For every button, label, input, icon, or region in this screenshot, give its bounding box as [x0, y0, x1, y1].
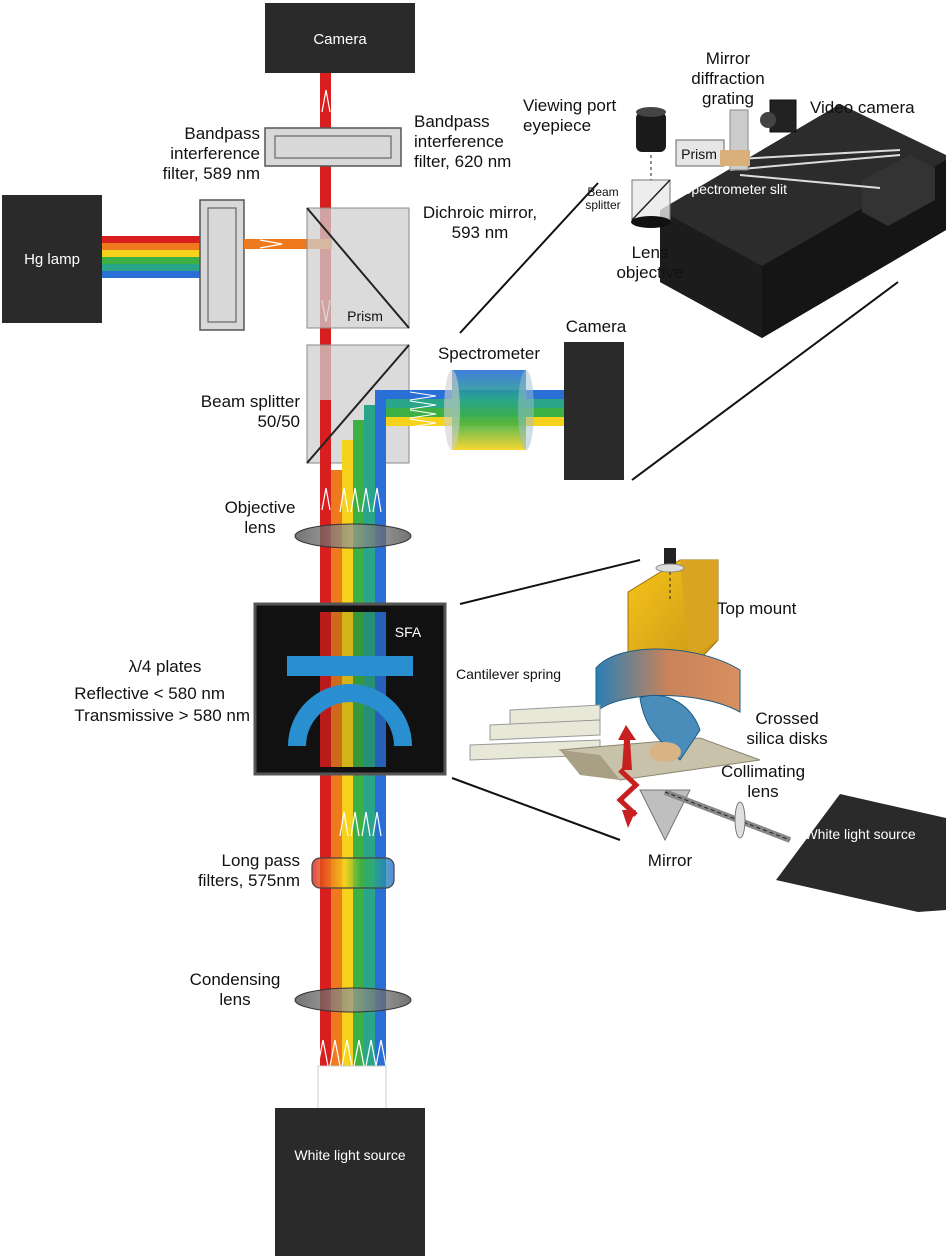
quarter-plates-label: λ/4 plates [128, 657, 202, 676]
video-camera-label: Video camera [810, 98, 915, 117]
white-light-source-bottom-box [275, 1108, 425, 1256]
viewing-port-label: Viewing port eyepiece [523, 96, 617, 135]
long-pass-filter [311, 857, 395, 889]
sfa-upper-disk [287, 656, 413, 676]
cantilever-spring-label: Cantilever spring [456, 666, 562, 682]
hg-lamp-box [2, 195, 102, 323]
inset-connector-1 [459, 182, 599, 334]
top-mount-label: Top mount [717, 599, 797, 618]
reflective-label: Reflective < 580 nm [74, 684, 225, 703]
bandpass-620-filter [264, 127, 402, 167]
inset-connector-2 [631, 281, 899, 481]
bandpass-589-label: Bandpass interference filter, 589 nm [162, 124, 260, 183]
hg-lamp-beams [102, 236, 200, 278]
orange-beam [244, 239, 332, 249]
beam-splitter-label: Beam splitter 50/50 [200, 392, 300, 431]
long-pass-label: Long pass filters, 575nm [197, 851, 300, 890]
objective-lens-label: Objective lens [224, 498, 296, 537]
lens-objective-label: Lens objective [616, 243, 684, 282]
hg-lamp-label: Hg lamp [24, 251, 80, 268]
mirror-label: Mirror [647, 851, 693, 870]
dichroic-label: Dichroic mirror, 593 nm [422, 203, 538, 242]
inset-prism-label: Prism [681, 146, 717, 162]
condensing-lens [294, 987, 412, 1013]
camera-right-box [564, 342, 624, 480]
crossed-disks-label: Crossed silica disks [746, 709, 828, 748]
camera-right-label: Camera [565, 317, 627, 336]
collimating-lens-label: Collimating lens [720, 762, 806, 801]
inset-connector-4 [451, 777, 621, 841]
inset-connector-3 [459, 559, 641, 605]
bandpass-620-label: Bandpass interference filter, 620 nm [414, 112, 512, 171]
spectrometer-body [444, 370, 534, 450]
transmissive-label: Transmissive > 580 nm [74, 706, 250, 725]
mirror-grating-label: Mirror diffraction grating [691, 49, 765, 108]
spectrometer-label: Spectrometer [437, 344, 541, 363]
inset-beam-splitter-label: Beam splitter [585, 185, 621, 212]
white-light-inset-label: White light source [804, 826, 916, 842]
sfa-label: SFA [394, 624, 422, 640]
spectrometer-slit-label: Spectrometer slit [682, 181, 788, 197]
condensing-lens-label: Condensing lens [189, 970, 281, 1009]
objective-lens [294, 523, 412, 549]
spectrometer-inset [631, 99, 946, 338]
camera-top-box [265, 3, 415, 73]
bandpass-589-filter [199, 199, 245, 331]
sfa-lower-disk [288, 684, 412, 746]
camera-top-label: Camera [313, 31, 367, 48]
prism-label: Prism [347, 308, 383, 324]
sfa-inset [469, 548, 946, 912]
white-light-bottom-label: White light source [294, 1147, 406, 1163]
